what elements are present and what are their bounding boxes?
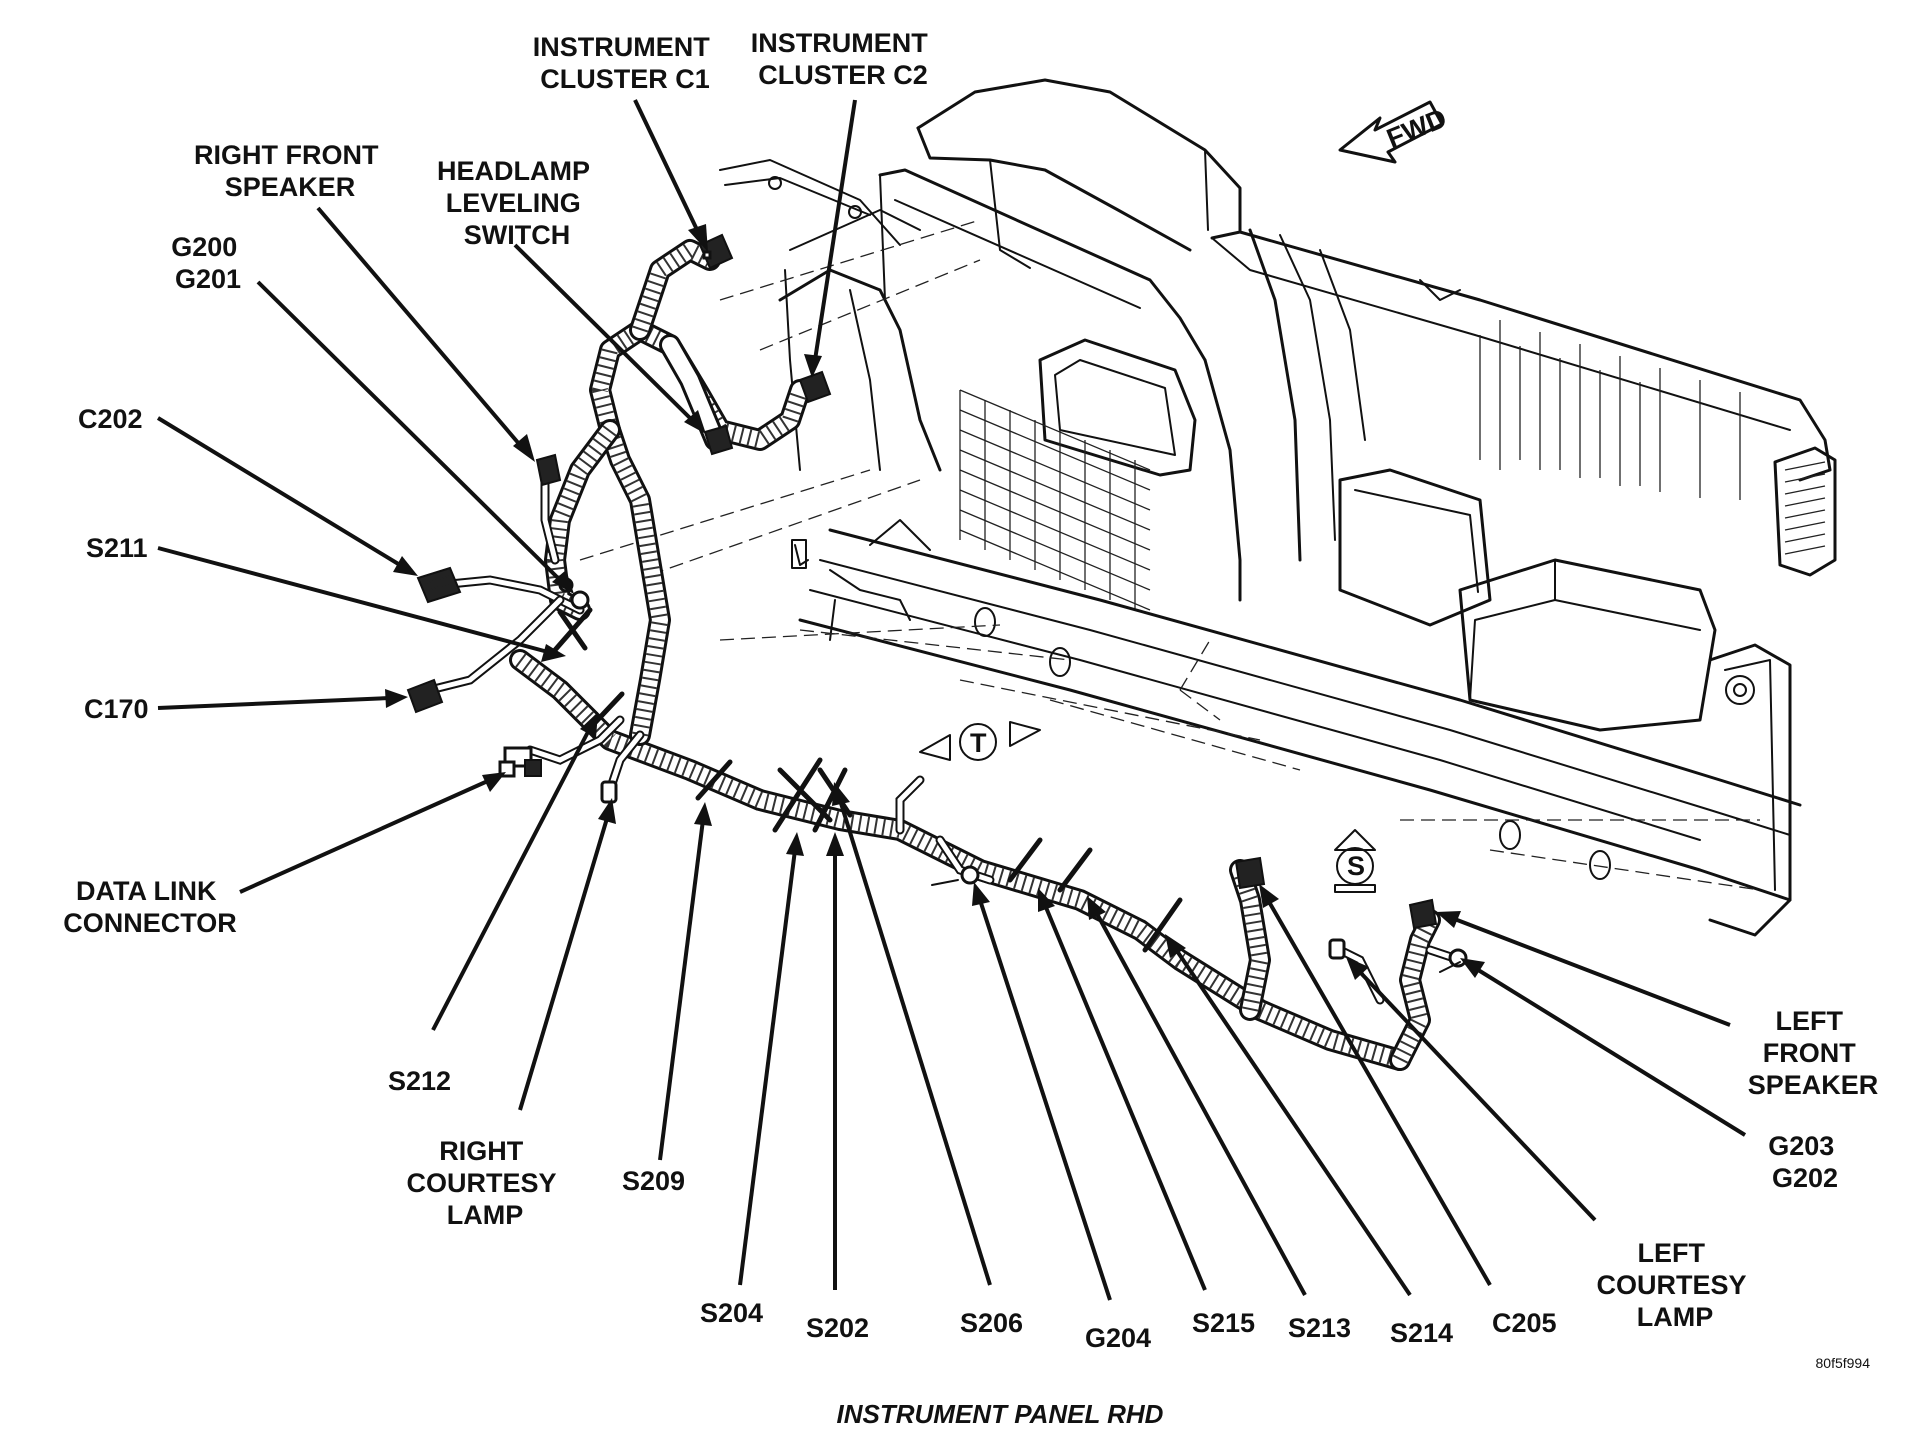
side-view-letter: S <box>1347 851 1365 881</box>
splice-marks <box>552 607 1183 953</box>
label-instrument-cluster-c1: INSTRUMENT CLUSTER C1 <box>533 32 718 94</box>
label-c205: C205 <box>1492 1308 1557 1338</box>
label-c170: C170 <box>84 694 149 724</box>
top-view-symbol: T <box>919 721 1041 761</box>
leader-lines <box>156 99 1747 1301</box>
reference-lines <box>579 219 1761 891</box>
instrument-panel-structure <box>719 78 1837 937</box>
label-right-front-speaker: RIGHT FRONT SPEAKER <box>194 140 386 202</box>
connectors <box>406 233 1468 973</box>
side-view-symbol: S <box>1334 829 1376 893</box>
label-s212: S212 <box>388 1066 451 1096</box>
label-s206: S206 <box>960 1308 1023 1338</box>
label-right-courtesy-lamp: RIGHT COURTESY LAMP <box>406 1136 563 1230</box>
label-headlamp-leveling-switch: HEADLAMP LEVELING SWITCH <box>437 156 597 250</box>
wiring-harness <box>425 239 1465 1071</box>
label-s211: S211 <box>86 533 148 563</box>
label-g200-g201: G200 G201 <box>171 232 245 294</box>
label-data-link-connector: DATA LINK CONNECTOR <box>63 876 237 938</box>
label-s209: S209 <box>622 1166 685 1196</box>
label-g203-g202: G203 G202 <box>1768 1131 1842 1193</box>
callout-labels: INSTRUMENT CLUSTER C1 INSTRUMENT CLUSTER… <box>63 28 1878 1353</box>
label-left-courtesy-lamp: LEFT COURTESY LAMP <box>1596 1238 1753 1332</box>
label-c202: C202 <box>78 404 143 434</box>
forward-direction-arrow: FWD <box>1338 100 1451 164</box>
label-instrument-cluster-c2: INSTRUMENT CLUSTER C2 <box>751 28 936 90</box>
figure-id: 80f5f994 <box>1816 1355 1871 1371</box>
label-s215: S215 <box>1192 1308 1255 1338</box>
label-s204: S204 <box>700 1298 763 1328</box>
label-s202: S202 <box>806 1313 869 1343</box>
label-s214: S214 <box>1390 1318 1453 1348</box>
label-left-front-speaker: LEFT FRONT SPEAKER <box>1748 1006 1879 1100</box>
top-view-letter: T <box>970 728 987 758</box>
label-g204: G204 <box>1085 1323 1151 1353</box>
label-s213: S213 <box>1288 1313 1351 1343</box>
diagram-caption: INSTRUMENT PANEL RHD <box>837 1399 1164 1429</box>
fwd-label: FWD <box>1383 103 1451 154</box>
